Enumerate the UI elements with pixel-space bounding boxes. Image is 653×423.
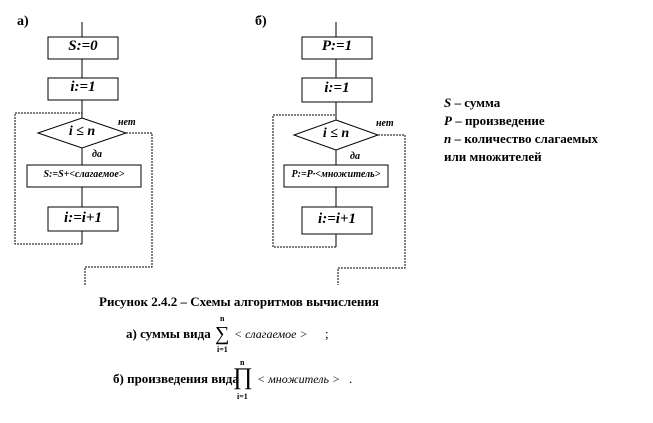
caption-b-prefix: б) произведения вида	[113, 371, 239, 386]
b-condition-text: i ≤ n	[322, 126, 350, 141]
a-body-text: S:=S+<слагаемое>	[43, 169, 125, 180]
b-exit-line	[337, 134, 406, 285]
b-increment-box	[301, 206, 373, 235]
b-increment-text: i:=i+1	[318, 211, 356, 227]
a-loop-back	[14, 112, 82, 245]
legend-p: P – произведение	[444, 113, 545, 128]
legend-n-cont: или множителей	[444, 149, 542, 164]
sum-lower: i=1	[217, 345, 228, 354]
diagram-b-label: б)	[255, 14, 267, 29]
a-condition-text: i ≤ n	[68, 124, 96, 139]
b-body-text: P:=P·<множитель>	[291, 169, 381, 180]
a-increment-text: i:=i+1	[64, 210, 102, 226]
a-init-text: S:=0	[68, 38, 98, 54]
b-i-init-text: i:=1	[324, 80, 350, 96]
prod-upper: n	[240, 358, 245, 367]
a-init-box	[47, 36, 119, 60]
legend-n: n – количество слагаемых	[444, 131, 599, 146]
a-exit-line	[84, 132, 153, 285]
diagram-a-label: а)	[17, 14, 29, 29]
caption-a-prefix: а) суммы вида	[126, 326, 211, 341]
caption-line-b: б) произведения вида ∏ n i=1 < множитель…	[113, 358, 393, 402]
prod-symbol: ∏	[233, 364, 253, 390]
a-no-label: нет	[118, 117, 136, 128]
caption-a-suffix: ;	[325, 326, 329, 341]
a-i-init-box	[47, 77, 119, 101]
b-init-text: P:=1	[321, 38, 353, 54]
a-yes-label: да	[92, 149, 102, 160]
caption-b-suffix: .	[349, 371, 353, 386]
b-i-init-box	[301, 77, 373, 103]
caption-b-term: < множитель >	[257, 372, 341, 386]
a-i-init-text: i:=1	[70, 79, 96, 95]
figure-caption-title: Рисунок 2.4.2 – Схемы алгоритмов вычисле…	[99, 294, 379, 309]
sum-upper: n	[220, 314, 225, 323]
legend-s: S – сумма	[444, 95, 501, 110]
sum-symbol: ∑	[215, 323, 230, 345]
prod-lower: i=1	[237, 392, 248, 401]
b-loop-back	[272, 114, 336, 248]
a-increment-box	[47, 206, 119, 232]
caption-line-a: а) суммы вида ∑ n i=1 < слагаемое > ;	[126, 314, 386, 354]
caption-a-term: < слагаемое >	[234, 327, 308, 341]
b-yes-label: да	[350, 151, 360, 162]
b-init-box	[301, 36, 373, 60]
legend: S – сумма P – произведение n – количеств…	[444, 94, 598, 166]
b-no-label: нет	[376, 118, 394, 129]
a-body-box	[26, 164, 142, 188]
